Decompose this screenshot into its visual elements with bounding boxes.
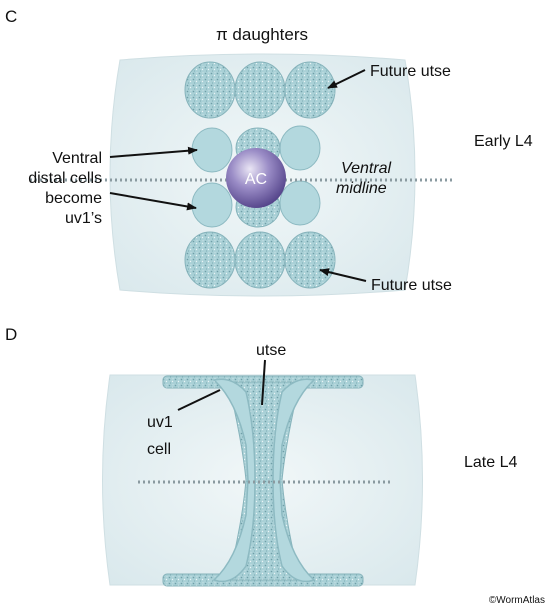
midline-label-line1: Ventral (341, 160, 392, 177)
pointer-uv1-cell (177, 389, 221, 411)
distal-cell (191, 127, 233, 173)
arrow-distal-cell-upper (109, 146, 198, 158)
panel-c-title: π daughters (216, 25, 308, 44)
panel-c: C π daughters AC (5, 7, 533, 297)
uv1-cell-left (212, 378, 256, 583)
pointer-utse (261, 359, 266, 406)
distal-cell (279, 125, 321, 171)
uv1-label-line2: cell (147, 441, 171, 458)
pi-daughter-cell (184, 231, 236, 289)
future-utse-cells-top (184, 61, 336, 119)
stage-label-late: Late L4 (464, 454, 517, 471)
ventral-distal-label-line1: Ventral (52, 150, 102, 167)
distal-cell (191, 182, 233, 228)
panel-c-letter: C (5, 7, 17, 26)
arrow-distal-cell-lower (109, 192, 197, 211)
stage-label-early: Early L4 (474, 133, 533, 150)
pi-daughter-cell (184, 61, 236, 119)
panel-d-letter: D (5, 325, 17, 344)
ventral-distal-cells-label: Ventral distal cells become uv1’s (28, 150, 102, 227)
future-utse-label-top: Future utse (370, 63, 451, 80)
pi-daughter-cell (234, 61, 286, 119)
uv1-cell-right (272, 378, 316, 583)
panel-d: D utse uv1 cell Late L4 (5, 325, 517, 587)
arrow-future-utse-bottom (319, 268, 367, 282)
credit-text: ©WormAtlas (489, 595, 545, 606)
anchor-cell (226, 148, 286, 208)
anchor-cell-label: AC (245, 171, 267, 188)
ventral-distal-label-line2: distal cells (28, 170, 102, 187)
ventral-midline-label: Ventral midline (336, 160, 392, 197)
pi-daughter-cell (284, 231, 336, 289)
pi-daughter-cell (234, 231, 286, 289)
utse-label: utse (256, 342, 286, 359)
uv1-label-line1: uv1 (147, 414, 173, 431)
pi-daughter-cell (284, 61, 336, 119)
future-utse-cells-bottom (184, 231, 336, 289)
ventral-distal-label-line3: become (45, 190, 102, 207)
arrow-future-utse-top (327, 69, 366, 89)
midline-label-line2: midline (336, 180, 387, 197)
distal-cell (279, 180, 321, 226)
future-utse-label-bottom: Future utse (371, 277, 452, 294)
ventral-distal-label-line4: uv1’s (65, 210, 102, 227)
